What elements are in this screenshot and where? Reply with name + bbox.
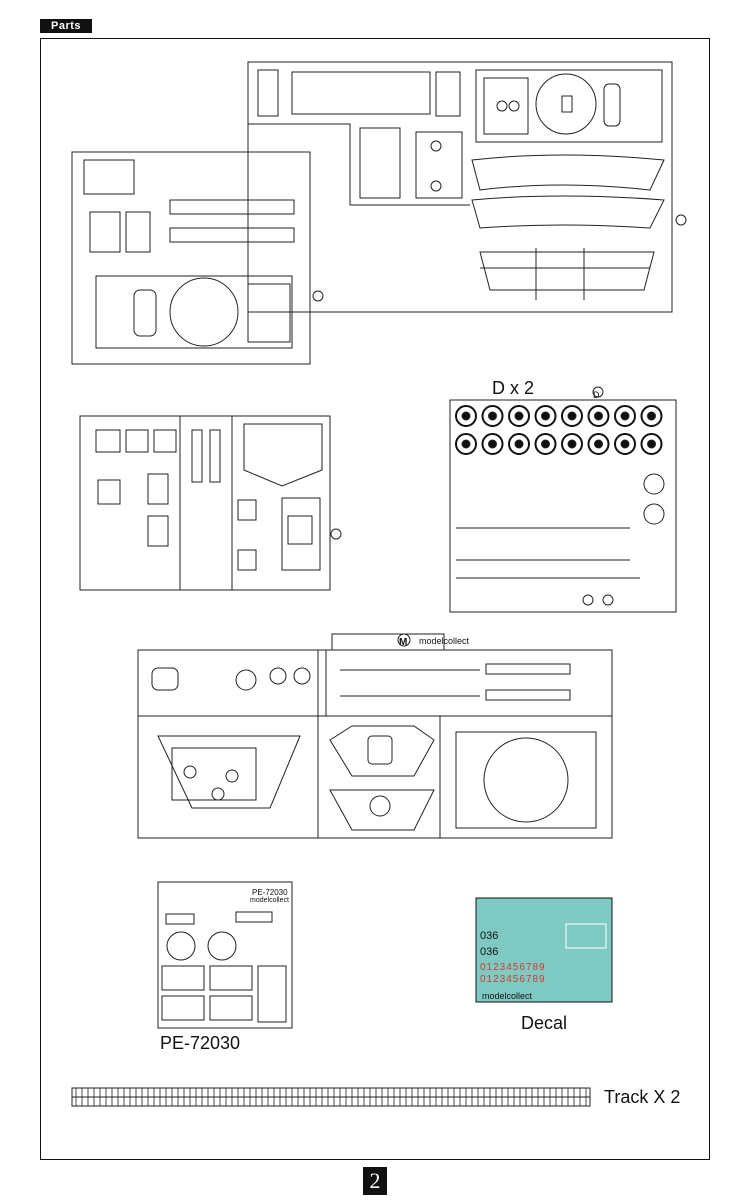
road-wheel-hub [567, 411, 577, 421]
road-wheel-hub [514, 411, 524, 421]
road-wheel [534, 433, 557, 455]
road-wheel-hub [541, 411, 550, 421]
sprue-d [449, 386, 677, 613]
track-strip [71, 1087, 591, 1107]
road-wheel-hub [488, 411, 497, 421]
road-wheel [481, 433, 504, 455]
track-label: Track X 2 [604, 1087, 681, 1107]
road-wheel-hub [461, 439, 471, 449]
decal-number-1: 036 [480, 930, 499, 942]
road-wheel [640, 433, 663, 455]
road-wheel-hub [620, 411, 630, 421]
road-wheel [455, 433, 477, 455]
road-wheel [561, 433, 583, 455]
pe-sheet-brand: modelcollect [250, 897, 289, 904]
road-wheel-hub [514, 439, 524, 449]
parts-frame [40, 38, 710, 1160]
road-wheel-hub [461, 411, 471, 421]
road-wheel-hub [567, 439, 577, 449]
road-wheel-hub [620, 439, 630, 449]
sprue-middle-left [79, 415, 342, 591]
page-number: 2 [363, 1167, 387, 1195]
decal-number-2: 036 [480, 946, 499, 958]
road-wheel-hub [541, 439, 550, 449]
decal-label: Decal [521, 1013, 568, 1033]
road-wheel-hub [594, 411, 603, 421]
road-wheel [481, 405, 504, 427]
sprue-turret [71, 151, 324, 365]
road-wheel [614, 405, 636, 427]
road-wheel [534, 405, 557, 427]
photo-etch-sheet [157, 881, 293, 1029]
sprue-d-label: D x 2 [492, 378, 535, 398]
pe-sheet-code: PE-72030 [252, 888, 288, 897]
sprue-hull [247, 61, 687, 313]
decal-digits-2: 0123456789 [480, 974, 546, 985]
road-wheel [614, 433, 636, 455]
road-wheel [508, 433, 530, 455]
decal-sheet [475, 897, 613, 1003]
road-wheel [587, 405, 610, 427]
pe-code-label: PE-72030 [160, 1033, 241, 1053]
sprue-d-logo: D [593, 390, 600, 400]
road-wheel-hub [647, 439, 656, 449]
section-tag: Parts [40, 19, 92, 33]
road-wheel-hub [594, 439, 603, 449]
road-wheel [587, 433, 610, 455]
decal-digits-1: 0123456789 [480, 962, 546, 973]
road-wheel [561, 405, 583, 427]
sprue-m-logo: M [399, 637, 408, 648]
road-wheel [455, 405, 477, 427]
sprue-m [137, 633, 613, 839]
road-wheel [508, 405, 530, 427]
sprue-m-brand: modelcollect [419, 636, 470, 646]
road-wheel-hub [647, 411, 656, 421]
road-wheel-hub [488, 439, 497, 449]
road-wheel [640, 405, 663, 427]
decal-brand: modelcollect [482, 991, 533, 1001]
